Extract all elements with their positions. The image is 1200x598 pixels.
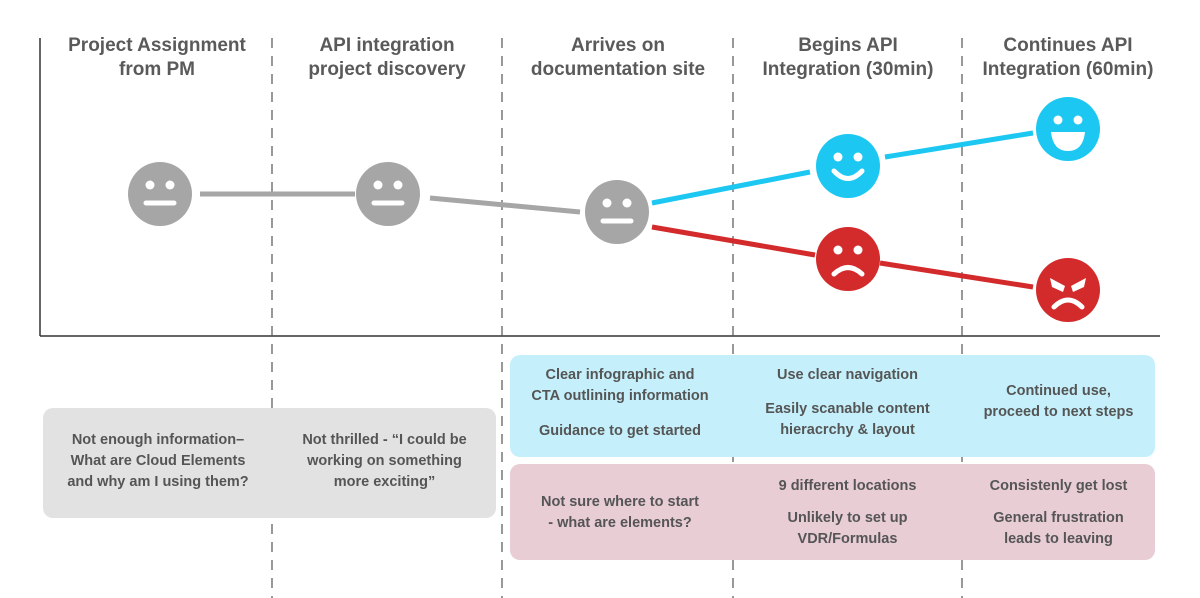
neutral-face-icon	[356, 162, 420, 226]
journey-line-2-3	[429, 195, 581, 215]
positive-notes-box: Clear infographic and CTA outlining info…	[510, 355, 1155, 457]
stage-title-5: Continues API Integration (60min)	[982, 35, 1154, 80]
note-stage4-negative-b: Unlikely to set up VDR/Formulas	[787, 510, 908, 547]
note-stage4-positive-b: Easily scanable content hieracrchy & lay…	[765, 401, 930, 438]
happy-face-icon	[816, 134, 880, 198]
stage-title-3: Arrives on documentation site	[530, 35, 706, 80]
stage-title-1: Project Assignment from PM	[68, 35, 246, 80]
note-stage4-positive-a: Use clear navigation	[776, 367, 919, 383]
stage-title-4: Begins API Integration (30min)	[762, 35, 934, 80]
very-happy-face-icon	[1036, 97, 1100, 161]
sad-face-icon	[816, 227, 880, 291]
note-stage4-negative-a: 9 different locations	[778, 478, 917, 494]
neutral-face-icon	[128, 162, 192, 226]
negative-notes-box: Not sure where to start - what are eleme…	[510, 464, 1155, 560]
note-stage3-positive-a: Clear infographic and CTA outlining info…	[531, 367, 709, 404]
note-stage1-neutral: Not enough information– What are Cloud E…	[67, 432, 249, 490]
note-stage5-negative-a: Consistenly get lost	[989, 478, 1128, 494]
journey-line-positive-4-5	[884, 130, 1034, 160]
note-stage2-neutral: Not thrilled - “I could be working on so…	[302, 432, 467, 490]
journey-line-negative-3-4	[651, 224, 816, 258]
note-stage5-negative-b: General frustration leads to leaving	[993, 510, 1124, 547]
note-stage3-positive-b: Guidance to get started	[539, 423, 701, 439]
journey-line-positive-3-4	[651, 169, 811, 206]
journey-line-negative-4-5	[879, 260, 1034, 290]
neutral-face-icon	[585, 180, 649, 244]
note-stage3-negative-a: Not sure where to start - what are eleme…	[541, 494, 699, 531]
stage-title-2: API integration project discovery	[308, 35, 466, 80]
neutral-notes-box: Not enough information– What are Cloud E…	[43, 408, 496, 518]
note-stage5-positive-a: Continued use, proceed to next steps	[983, 383, 1134, 420]
angry-face-icon	[1036, 258, 1100, 322]
